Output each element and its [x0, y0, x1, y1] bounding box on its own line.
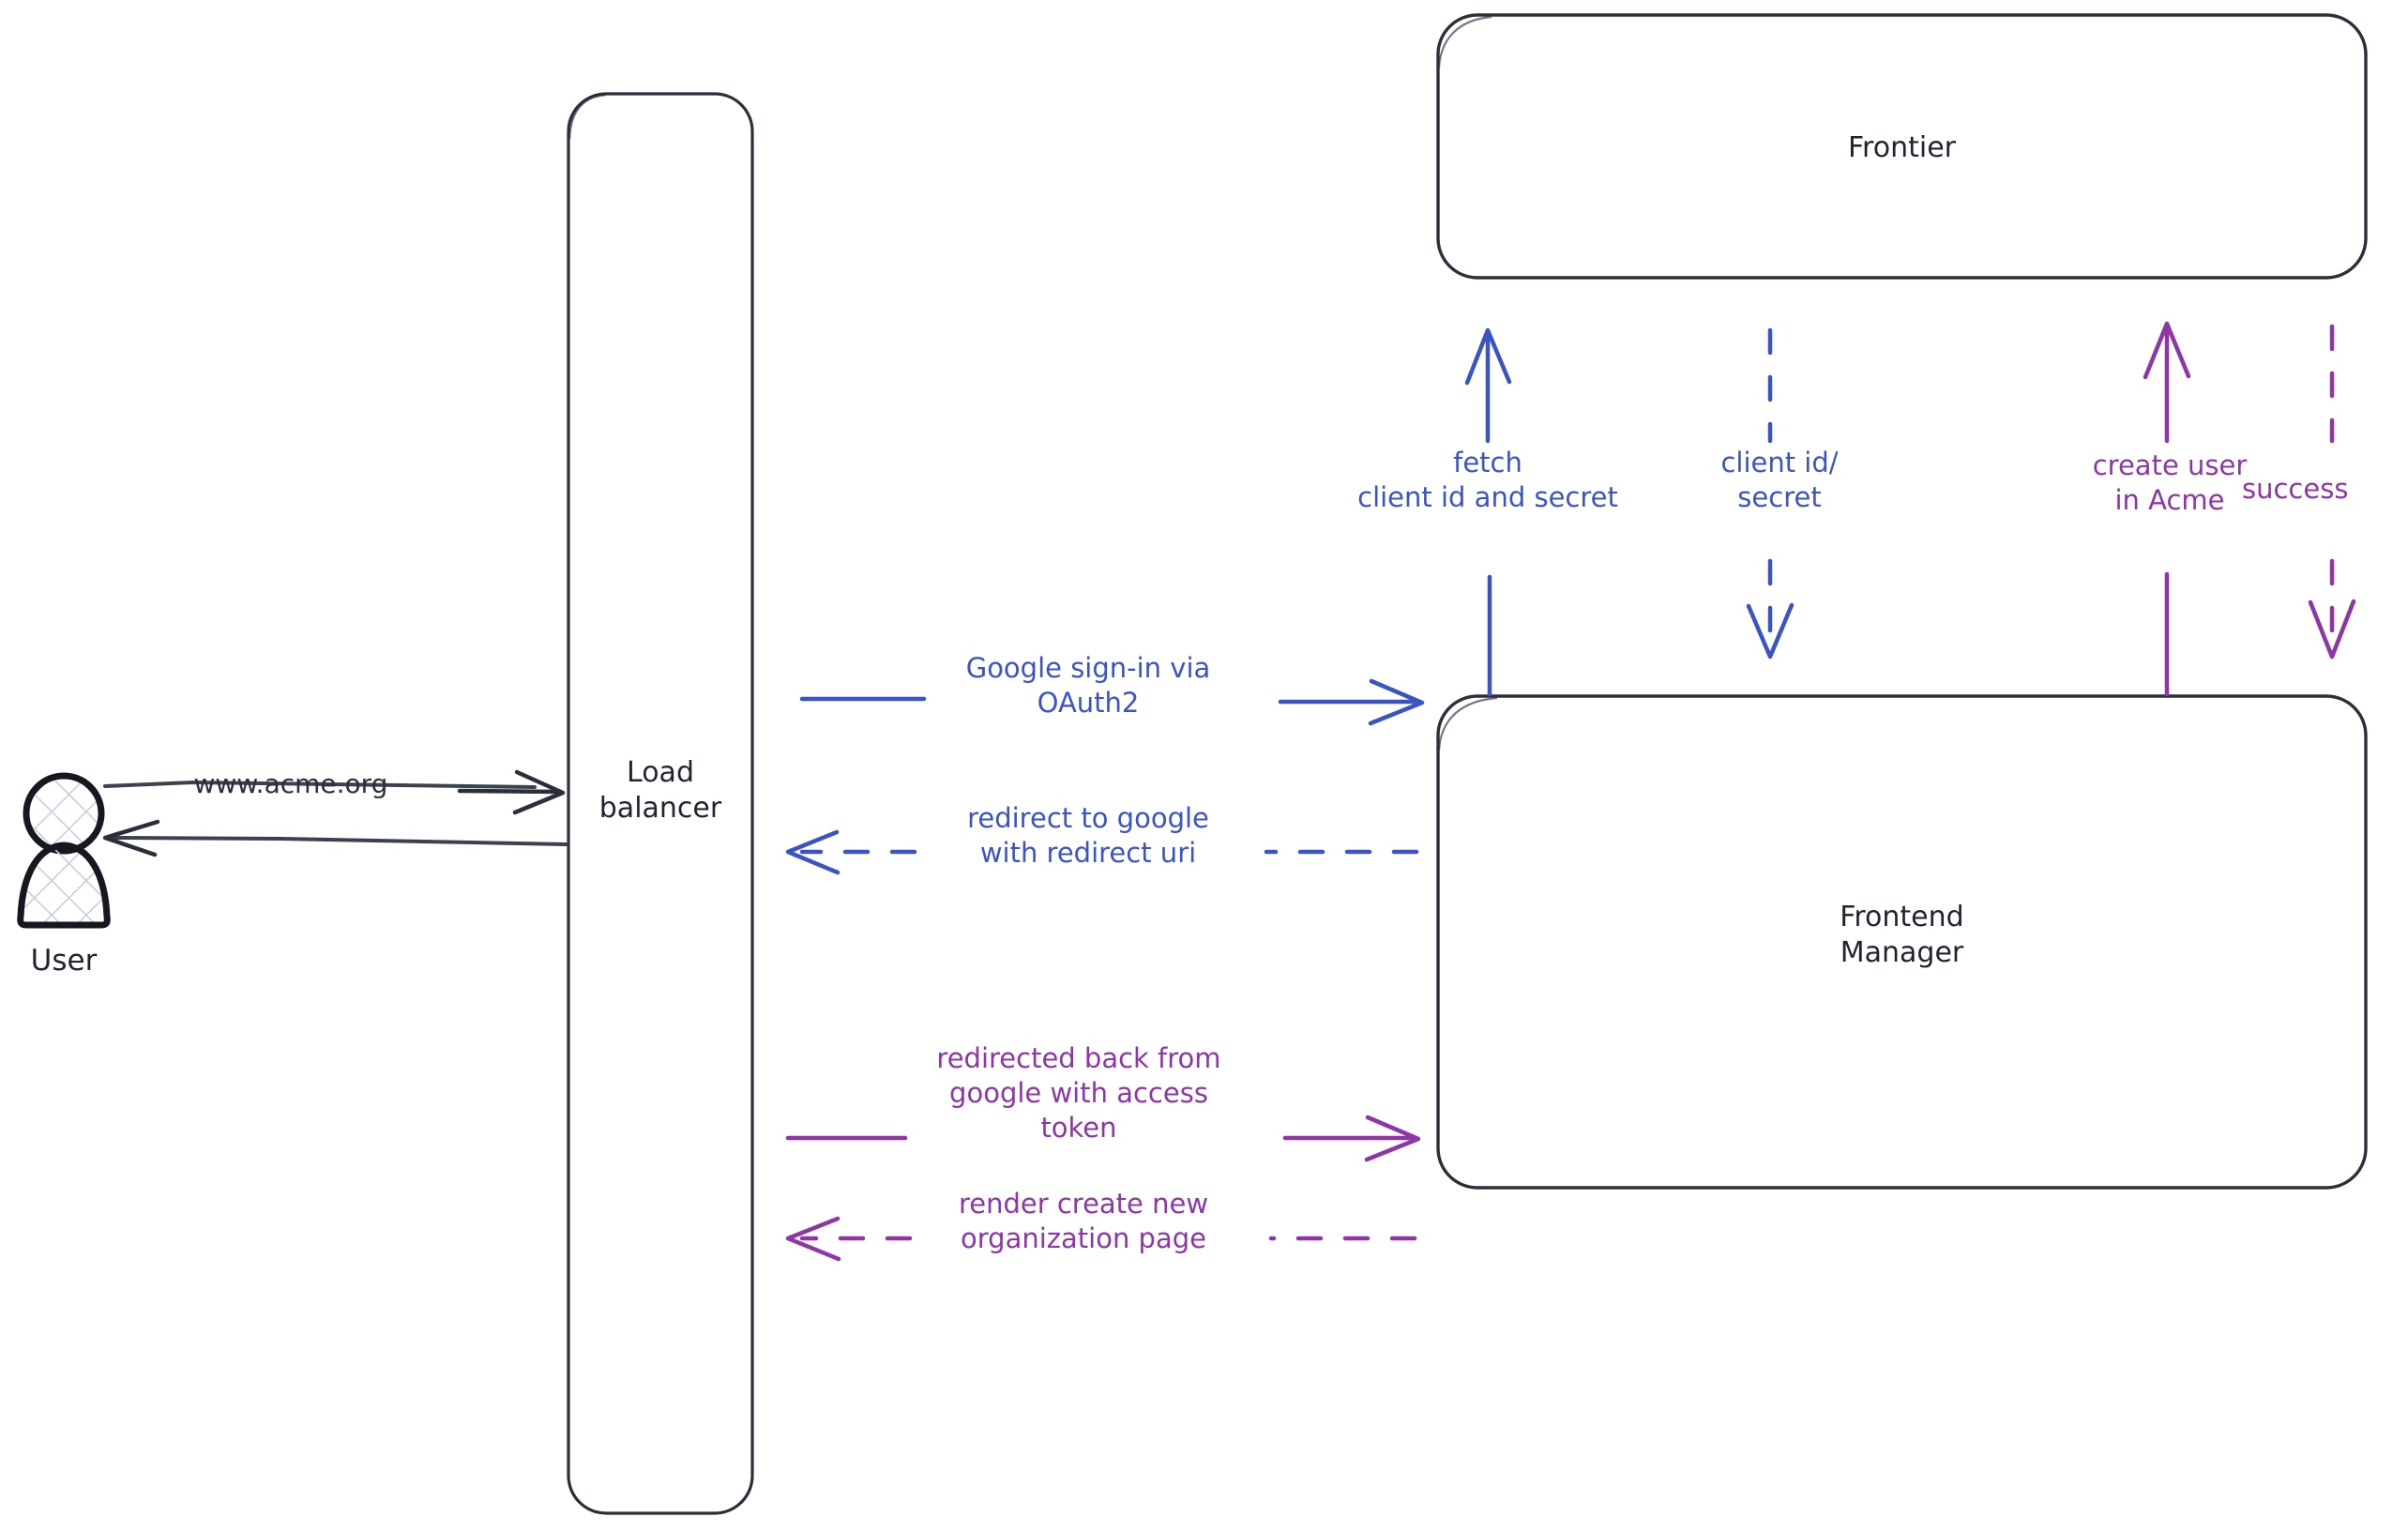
frontend-manager-node[interactable] — [1436, 694, 2368, 1190]
frontier-node[interactable] — [1436, 13, 2368, 280]
load-balancer-node[interactable] — [567, 92, 754, 1515]
edge-fetch-client-credentials — [1464, 327, 1512, 697]
edge-redirect-to-google — [785, 829, 1419, 875]
edge-load-balancer-to-user — [102, 819, 568, 857]
edge-redirected-back-token — [785, 1115, 1421, 1162]
edge-create-user-in-acme — [2143, 321, 2191, 697]
edge-google-signin — [799, 678, 1425, 726]
edge-client-id-secret — [1746, 327, 1795, 660]
edge-render-create-org — [785, 1216, 1417, 1262]
edge-success — [2308, 324, 2356, 660]
person-icon — [17, 772, 111, 929]
edge-user-to-load-balancer — [103, 769, 566, 815]
